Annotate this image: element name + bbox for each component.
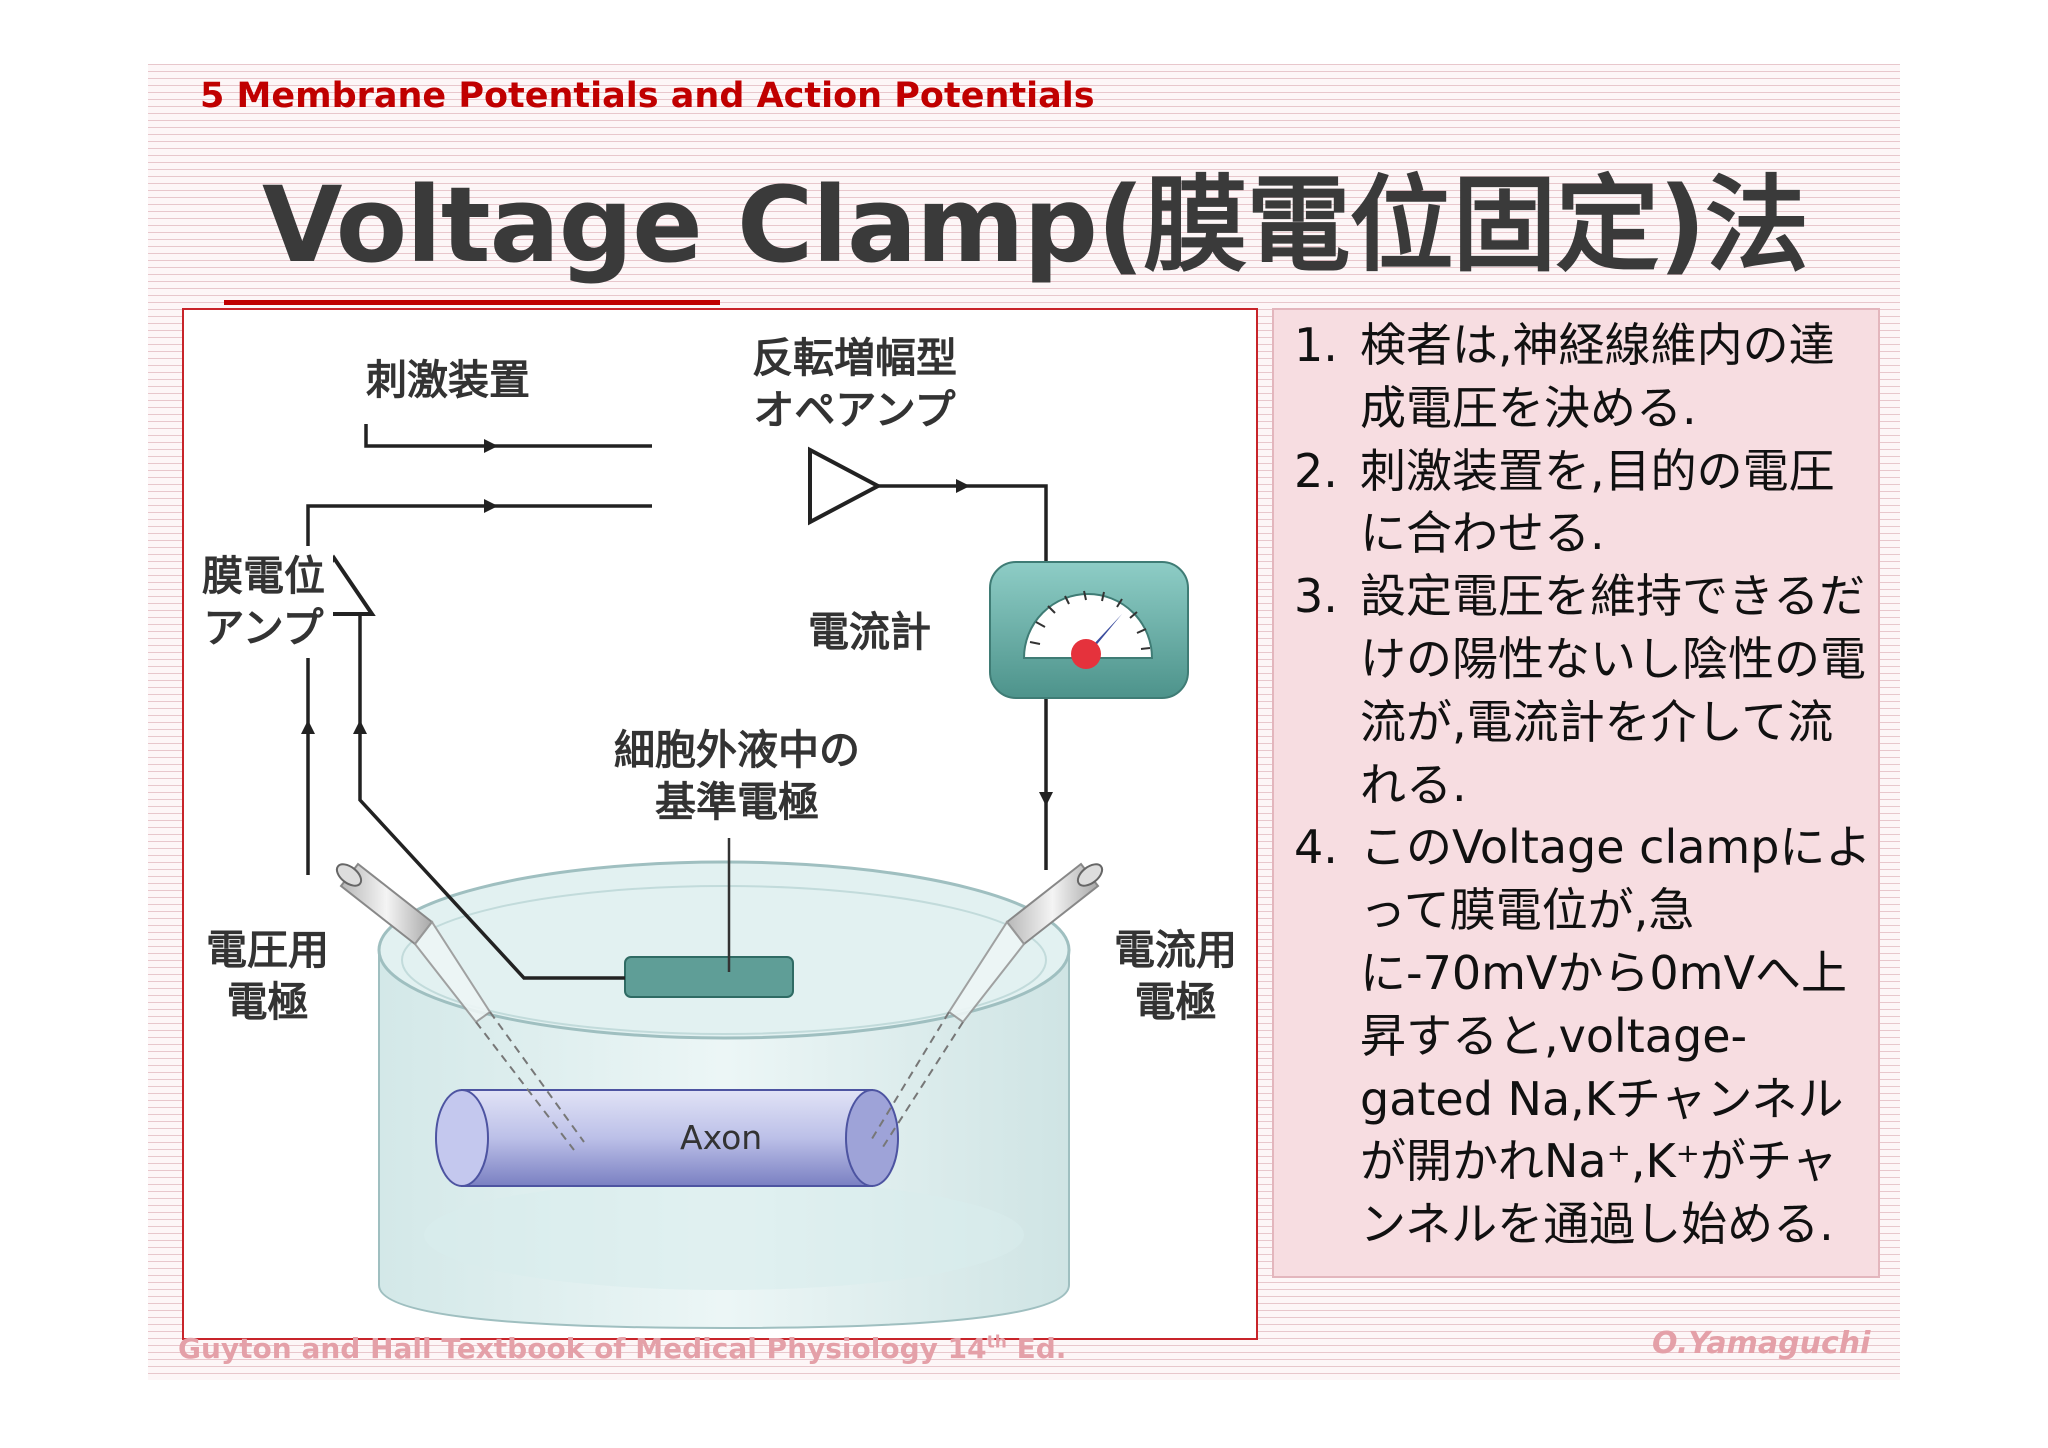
opamp-label: 反転増幅型 オペアンプ — [752, 332, 957, 436]
step-number: 2. — [1294, 443, 1338, 498]
step-text: 刺激装置を,目的の電圧に合わせる. — [1360, 443, 1835, 561]
axon-label: Axon — [680, 1118, 763, 1157]
current-electrode-label-line2: 電極 — [1134, 978, 1217, 1026]
opamp-label-line1: 反転増幅型 — [752, 334, 957, 382]
reference-electrode-label-line1: 細胞外液中の — [614, 726, 860, 774]
step-number: 3. — [1294, 569, 1338, 624]
reference-electrode-label-line2: 基準電極 — [655, 778, 819, 826]
arrowheads — [301, 439, 1053, 806]
title-underline — [224, 300, 720, 305]
voltage-electrode-label-line2: 電極 — [226, 978, 309, 1026]
list-item: 2. 刺激装置を,目的の電圧に合わせる. — [1294, 440, 1874, 566]
step-number: 4. — [1294, 820, 1338, 875]
circuit-diagram — [292, 424, 1189, 1330]
source-citation: Guyton and Hall Textbook of Medical Phys… — [178, 1332, 1066, 1365]
stimulator-label: 刺激装置 — [366, 356, 530, 404]
list-item: 4. このVoltage clampによって膜電位が,急に-70mVから0mVへ… — [1294, 816, 1874, 1256]
membrane-amp-label-line1: 膜電位 — [202, 552, 325, 600]
step-text: このVoltage clampによって膜電位が,急に-70mVから0mVへ上昇す… — [1360, 820, 1872, 1252]
voltage-electrode-label-line1: 電圧用 — [206, 926, 329, 974]
step-number: 1. — [1294, 318, 1338, 372]
step-text: 検者は,神経線維内の達成電圧を決める. — [1360, 318, 1835, 435]
author-credit: O.Yamaguchi — [1652, 1326, 1871, 1361]
membrane-amp-label: 膜電位 アンプ — [194, 546, 333, 658]
membrane-amp-label-line2: アンプ — [203, 604, 324, 652]
ammeter-label: 電流計 — [808, 608, 931, 656]
current-electrode-label: 電流用 電極 — [1114, 924, 1237, 1028]
steps-list: 1. 検者は,神経線維内の達成電圧を決める. 2. 刺激装置を,目的の電圧に合わ… — [1294, 314, 1874, 1256]
list-item: 1. 検者は,神経線維内の達成電圧を決める. — [1294, 314, 1874, 440]
current-electrode-pipette — [869, 862, 1104, 1151]
opamp-triangle — [808, 446, 883, 526]
slide-title: Voltage Clamp(膜電位固定)法 — [262, 164, 1809, 286]
voltage-electrode-label: 電圧用 電極 — [206, 924, 329, 1028]
ammeter-gauge — [989, 561, 1189, 699]
citation-superscript: th — [986, 1332, 1007, 1353]
chapter-heading: 5 Membrane Potentials and Action Potenti… — [200, 76, 1095, 116]
voltage-electrode-pipette — [335, 862, 585, 1151]
axon — [435, 1089, 899, 1187]
list-item: 3. 設定電圧を維持できるだけの陽性ないし陰性の電流が,電流計を介して流れる. — [1294, 565, 1874, 816]
current-electrode-label-line1: 電流用 — [1114, 926, 1237, 974]
wires — [306, 424, 1048, 980]
citation-text: Guyton and Hall Textbook of Medical Phys… — [178, 1332, 987, 1365]
step-text: 設定電圧を維持できるだけの陽性ないし陰性の電流が,電流計を介して流れる. — [1360, 569, 1866, 812]
voltage-clamp-figure: 刺激装置 反転増幅型 オペアンプ 膜電位 アンプ 電流計 細胞外液中の 基準電極… — [182, 308, 1258, 1340]
citation-suffix: Ed. — [1006, 1332, 1067, 1365]
opamp-label-line2: オペアンプ — [753, 386, 956, 434]
reference-electrode-label: 細胞外液中の 基準電極 — [614, 724, 860, 828]
steps-panel: 1. 検者は,神経線維内の達成電圧を決める. 2. 刺激装置を,目的の電圧に合わ… — [1272, 308, 1880, 1278]
